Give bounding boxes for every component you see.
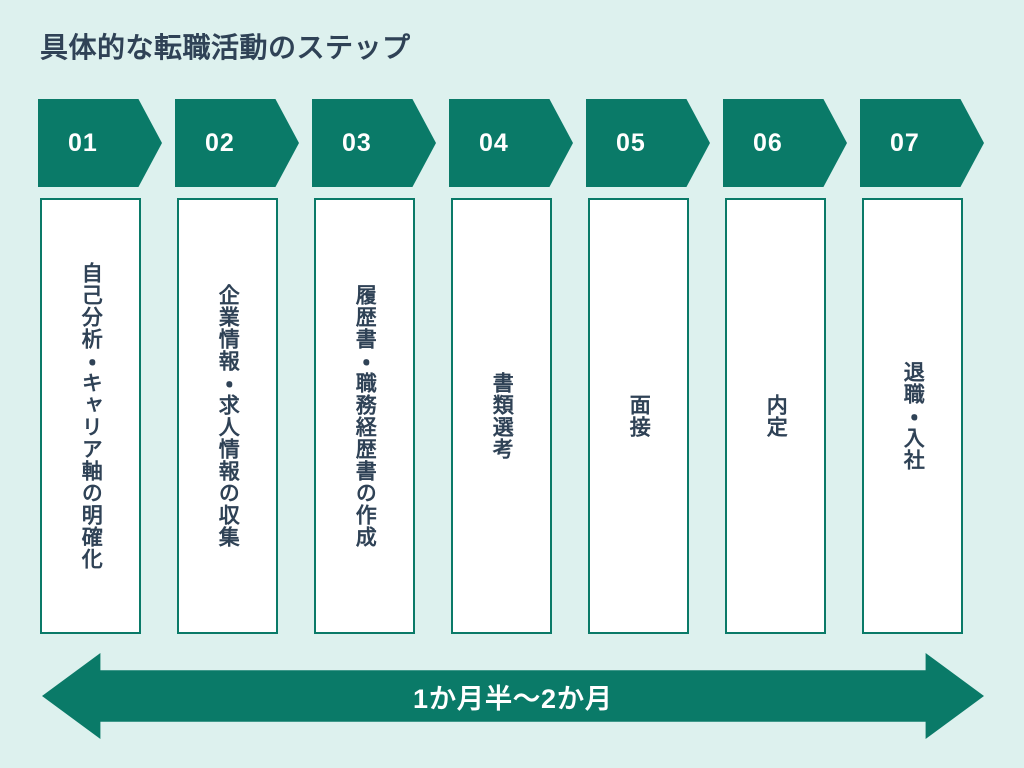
- step-item-02[interactable]: 02 企業情報・求人情報の収集: [175, 99, 299, 634]
- step-card[interactable]: 面接: [588, 198, 689, 634]
- step-number-badge: 03: [312, 99, 436, 187]
- step-number-label: 02: [205, 128, 235, 157]
- step-card-label: 内定: [764, 394, 788, 438]
- step-number-label: 03: [342, 128, 372, 157]
- step-number-badge: 06: [723, 99, 847, 187]
- step-item-06[interactable]: 06 内定: [723, 99, 847, 634]
- step-card[interactable]: 自己分析・キャリア軸の明確化: [40, 198, 141, 634]
- steps-timeline: 01 自己分析・キャリア軸の明確化 02 企業情報・求人情報の収集 03 履歴書…: [38, 99, 986, 634]
- step-item-04[interactable]: 04 書類選考: [449, 99, 573, 634]
- duration-double-arrow-icon: 1か月半〜2か月: [42, 653, 984, 739]
- step-number-badge: 02: [175, 99, 299, 187]
- step-card-label: 書類選考: [490, 372, 514, 460]
- step-item-07[interactable]: 07 退職・入社: [860, 99, 984, 634]
- step-card[interactable]: 退職・入社: [862, 198, 963, 634]
- step-card[interactable]: 内定: [725, 198, 826, 634]
- step-number-label: 07: [890, 128, 920, 157]
- step-card-label: 面接: [627, 394, 651, 438]
- step-number-label: 06: [753, 128, 783, 157]
- step-number-label: 05: [616, 128, 646, 157]
- page-title: 具体的な転職活動のステップ: [40, 32, 411, 63]
- step-item-05[interactable]: 05 面接: [586, 99, 710, 634]
- step-card[interactable]: 書類選考: [451, 198, 552, 634]
- duration-label: 1か月半〜2か月: [412, 683, 614, 714]
- step-item-03[interactable]: 03 履歴書・職務経歴書の作成: [312, 99, 436, 634]
- step-number-badge: 04: [449, 99, 573, 187]
- step-number-label: 01: [68, 128, 98, 157]
- step-card-label: 自己分析・キャリア軸の明確化: [79, 262, 103, 570]
- step-number-badge: 01: [38, 99, 162, 187]
- step-card-label: 履歴書・職務経歴書の作成: [353, 284, 377, 548]
- step-card-label: 退職・入社: [901, 361, 925, 471]
- step-number-label: 04: [479, 128, 509, 157]
- step-card-label: 企業情報・求人情報の収集: [216, 284, 240, 548]
- step-card[interactable]: 企業情報・求人情報の収集: [177, 198, 278, 634]
- step-card[interactable]: 履歴書・職務経歴書の作成: [314, 198, 415, 634]
- step-number-badge: 05: [586, 99, 710, 187]
- step-item-01[interactable]: 01 自己分析・キャリア軸の明確化: [38, 99, 162, 634]
- step-number-badge: 07: [860, 99, 984, 187]
